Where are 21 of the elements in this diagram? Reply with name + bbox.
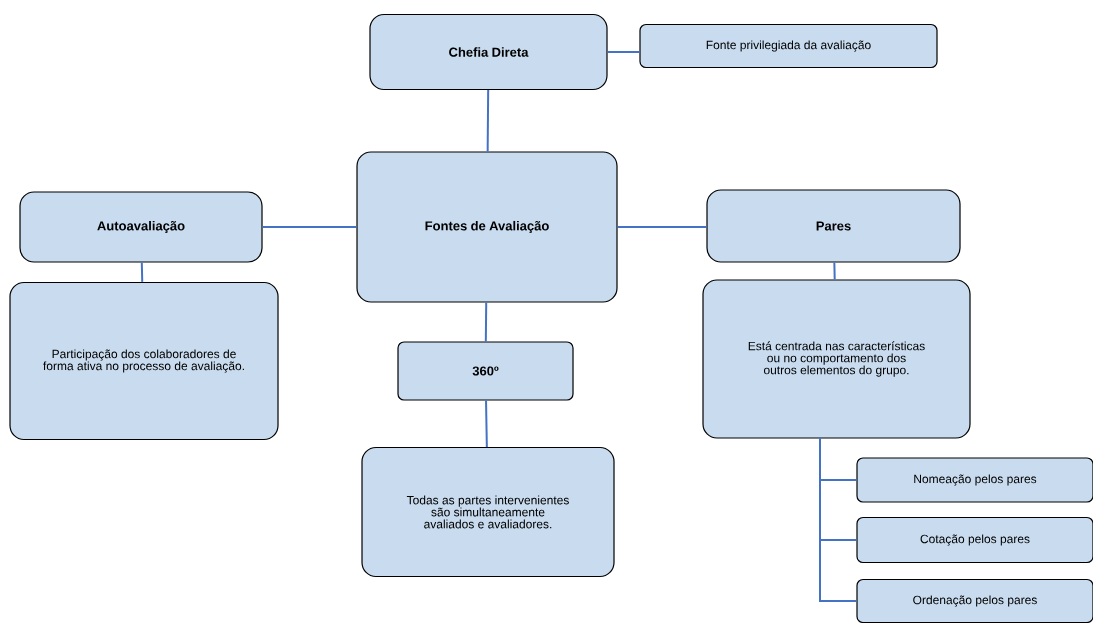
item-box: Cotação pelos pares [856, 516, 1093, 564]
connector-line [485, 399, 488, 448]
connector-line [484, 301, 488, 343]
connector-line [616, 226, 708, 228]
connector-line [833, 261, 836, 281]
heading-box: Chefia Direta [369, 13, 608, 91]
heading-box: Pares [706, 189, 961, 263]
description-box: Todas as partes intervenientes são simultaneamente avaliados e avaliadores. [361, 446, 615, 578]
description-box: Participação dos colaboradores de forma ativa no processo de avaliação. [9, 281, 279, 441]
note-box: Fonte privilegiada da avaliação [639, 23, 938, 69]
connector-line [486, 89, 490, 153]
item-box: Nomeação pelos pares [856, 457, 1093, 503]
description-box: Está centrada nas características ou no comportamento dos outros elementos do grupo. [702, 279, 971, 439]
connector-line [261, 226, 358, 228]
connector-line [819, 437, 858, 602]
heading-box: 360º [397, 341, 574, 401]
central-box: Fontes de Avaliação [356, 151, 618, 303]
connector-line [140, 261, 144, 283]
connector-line [606, 51, 641, 53]
item-box: Ordenação pelos pares [856, 578, 1093, 623]
heading-box: Autoavaliação [19, 191, 263, 263]
